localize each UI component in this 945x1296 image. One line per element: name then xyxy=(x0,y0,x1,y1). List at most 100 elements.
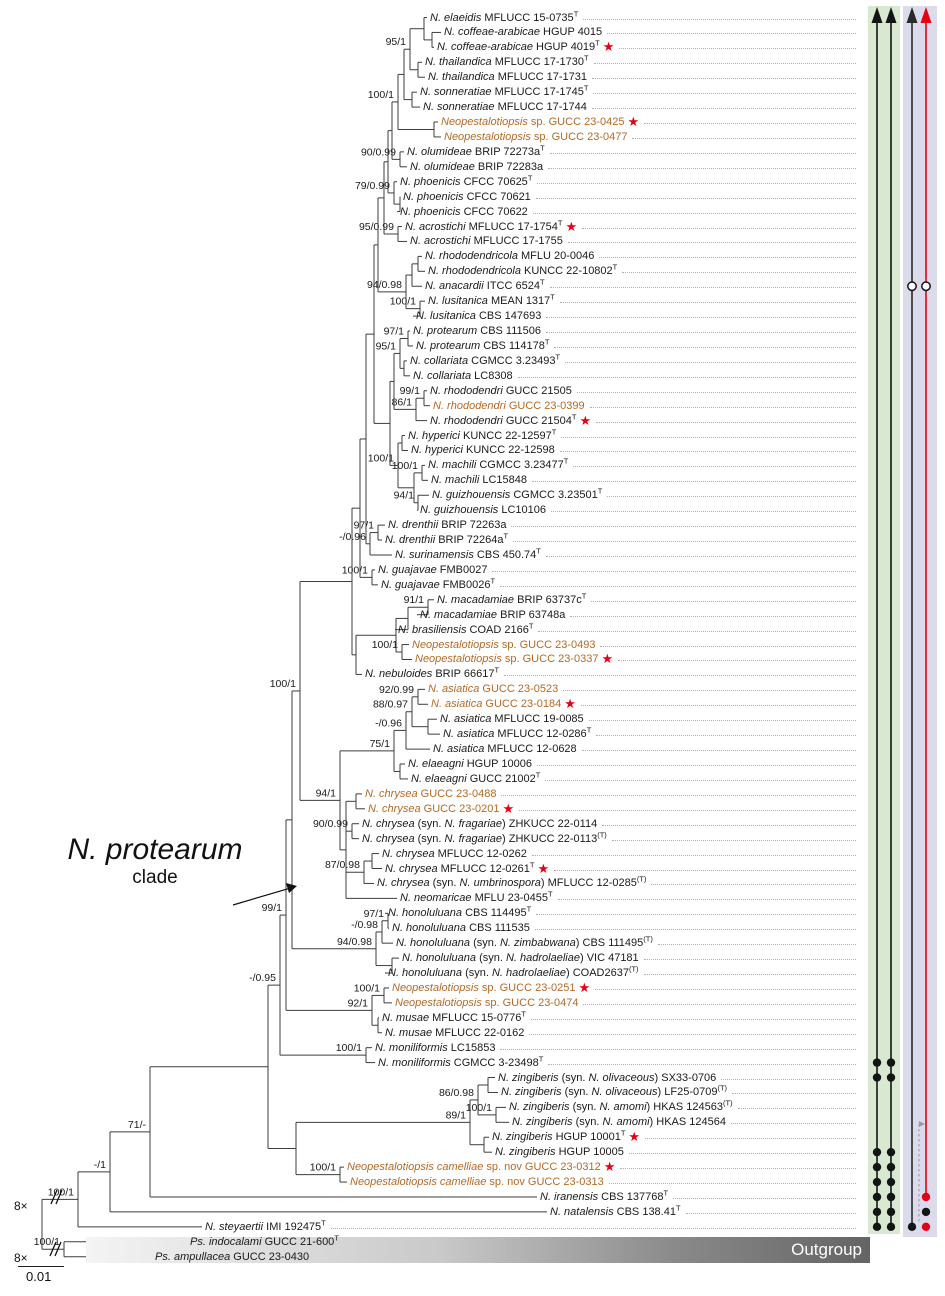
taxon-row: N. olumideae BRIP 72273aT xyxy=(407,144,858,159)
taxon-row: N. collariata CGMCC 3.23493T xyxy=(410,353,858,368)
dotted-leader-line xyxy=(570,615,856,617)
taxon-label: N. guizhouensis LC10106 xyxy=(420,504,546,517)
taxon-label: N. rhododendri GUCC 21505 xyxy=(430,384,572,397)
taxon-label: Neopestalotiopsis sp. GUCC 23-0474 xyxy=(395,996,579,1009)
support-value: 97/1 xyxy=(384,325,405,337)
taxon-label: N. chrysea (syn. N. umbrinospora) MFLUCC… xyxy=(377,874,647,890)
dotted-leader-line xyxy=(591,107,856,110)
taxon-row: N. steyaertii IMI 192475T xyxy=(205,1219,858,1234)
band-lavender xyxy=(903,6,937,1237)
taxon-row: N. chrysea MFLUCC 12-0262 xyxy=(382,846,858,861)
dotted-leader-line xyxy=(559,450,856,453)
support-value: 100/1 xyxy=(368,452,394,464)
taxon-row: N. asiatica MFLUCC 19-0085 xyxy=(440,712,858,727)
support-value: 100/1 xyxy=(354,982,380,994)
dotted-leader-line xyxy=(531,854,856,856)
taxon-label: N. zingiberis (syn. N. olivaceous) SX33-… xyxy=(498,1071,717,1084)
taxon-label: N. zingiberis HGUP 10001T xyxy=(492,1128,626,1144)
taxon-label: N. protearum CBS 114178T xyxy=(416,337,550,352)
taxon-label: Neopestalotiopsis sp. GUCC 23-0493 xyxy=(412,638,596,651)
taxon-row: N. zingiberis HGUP 10005 xyxy=(495,1145,858,1160)
taxon-label: N. steyaertii IMI 192475T xyxy=(205,1218,326,1233)
taxon-row: N. nebuloides BRIP 66617T xyxy=(365,667,858,682)
taxon-label: N. drenthii BRIP 72263a xyxy=(388,519,507,532)
dotted-leader-line xyxy=(535,197,856,199)
dotted-leader-line xyxy=(546,316,856,319)
dotted-leader-line xyxy=(532,212,856,214)
dotted-leader-line xyxy=(559,301,856,304)
dotted-leader-line xyxy=(730,1122,856,1125)
presence-dot xyxy=(872,1177,882,1187)
taxon-label: N. elaeidis MFLUCC 15-0735T xyxy=(430,8,579,24)
dotted-leader-line xyxy=(595,988,856,990)
taxon-row: N. machili CGMCC 3.23477T xyxy=(428,456,858,473)
taxon-row: Neopestalotiopsis camelliae sp. nov GUCC… xyxy=(347,1160,858,1175)
presence-dot xyxy=(872,1058,882,1067)
dotted-leader-line xyxy=(600,645,856,647)
taxon-label: N. phoenicis CFCC 70621 xyxy=(403,190,531,203)
presence-dot xyxy=(886,1222,896,1232)
support-value: 94/0.98 xyxy=(337,936,372,948)
taxon-label: N. macadamiae BRIP 63737cT xyxy=(437,591,587,606)
taxon-label: N. chrysea (syn. N. fragariae) ZHKUCC 22… xyxy=(362,817,598,830)
taxon-label: N. zingiberis HGUP 10005 xyxy=(495,1146,624,1159)
dotted-leader-line xyxy=(607,32,856,35)
taxon-label: N. protearum CBS 111506 xyxy=(413,325,542,338)
support-value: 86/0.98 xyxy=(439,1087,474,1099)
dotted-leader-line xyxy=(548,167,856,169)
taxon-row: N. honoluluana (syn. N. hadrolaeliae) CO… xyxy=(388,965,858,981)
taxon-row: N. asiatica GUCC 23-0184★ xyxy=(431,697,858,712)
taxon-label: N. thailandica MFLUCC 17-1731 xyxy=(428,71,587,84)
taxon-label: Neopestalotiopsis sp. GUCC 23-0477 xyxy=(444,130,628,143)
taxon-row: N. sonneratiae MFLUCC 17-1744 xyxy=(423,100,858,115)
dotted-leader-line xyxy=(551,510,856,513)
taxon-row: N. chrysea (syn. N. fragariae) ZHKUCC 22… xyxy=(362,831,858,846)
taxon-label: N. coffeae-arabicae HGUP 4019T xyxy=(437,38,600,54)
support-value: 100/1 xyxy=(34,1236,60,1248)
dotted-leader-line xyxy=(554,869,856,871)
taxon-row: N. chrysea (syn. N. umbrinospora) MFLUCC… xyxy=(377,876,858,891)
taxon-label: N. acrostichi MFLUCC 17-1754T xyxy=(405,217,563,233)
taxon-row: N. zingiberis (syn. N. amomi) HKAS 12456… xyxy=(509,1099,858,1115)
dotted-leader-line xyxy=(651,883,856,886)
support-value: -/0.95 xyxy=(249,972,276,984)
support-value: 97/1 xyxy=(354,520,375,532)
taxon-label: N. phoenicis CFCC 70622 xyxy=(400,205,528,218)
taxon-row: N. thailandica MFLUCC 17-1730T xyxy=(425,54,858,70)
dotted-leader-line xyxy=(538,630,856,632)
presence-dot xyxy=(886,1058,896,1067)
taxon-label: N. honoluluana CBS 111535 xyxy=(392,922,530,935)
taxon-row: N. honoluluana CBS 111535 xyxy=(392,921,858,936)
support-value: -/0.96 xyxy=(339,531,366,543)
taxon-label: N. phoenicis CFCC 70625T xyxy=(400,173,533,188)
dotted-leader-line xyxy=(511,525,856,528)
support-value: 71/- xyxy=(128,1119,147,1131)
dotted-leader-line xyxy=(580,704,856,707)
taxon-label: N. chrysea MFLUCC 12-0262 xyxy=(382,847,527,860)
taxon-label: N. machili CGMCC 3.23477T xyxy=(428,456,569,472)
taxon-label: N. macadamiae BRIP 63748a xyxy=(420,608,566,621)
dotted-leader-line xyxy=(517,376,856,378)
dotted-leader-line xyxy=(582,227,856,229)
up-arrow-icon xyxy=(920,7,932,23)
presence-dot xyxy=(886,1207,896,1217)
dotted-leader-line xyxy=(645,1137,856,1140)
taxon-row: N. guizhouensis LC10106 xyxy=(420,503,858,518)
support-value: 75/1 xyxy=(370,738,391,750)
presence-dot xyxy=(872,1147,882,1157)
support-value: 89/1 xyxy=(446,1109,467,1121)
taxon-label: N. nebuloides BRIP 66617T xyxy=(365,665,500,681)
dotted-leader-line xyxy=(644,122,856,124)
clade-name-text: N. protearum xyxy=(67,833,243,866)
presence-dot xyxy=(886,1073,896,1082)
presence-dot xyxy=(886,1162,896,1172)
presence-dot xyxy=(886,1192,896,1202)
taxon-label: N. acrostichi MFLUCC 17-1755 xyxy=(410,235,563,248)
taxon-label: N. guajavae FMB0027 xyxy=(378,563,488,576)
presence-dot xyxy=(921,1192,931,1202)
support-value: 90/0.99 xyxy=(313,818,348,830)
support-value: 92/1 xyxy=(348,997,369,1009)
dotted-leader-line xyxy=(492,570,856,572)
taxon-label: N. rhododendricola MFLU 20-0046 xyxy=(425,250,595,263)
taxon-row: N. musae MFLUCC 15-0776T xyxy=(382,1010,858,1025)
